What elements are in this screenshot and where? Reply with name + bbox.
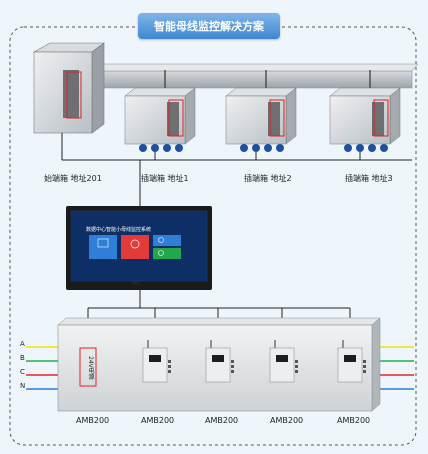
communication-wires-top	[61, 133, 412, 206]
monitor	[66, 206, 212, 290]
plug-box-3	[329, 70, 401, 152]
module-label-2: AMB200	[141, 416, 175, 425]
phase-label-a: A	[20, 340, 25, 348]
busway	[91, 63, 419, 89]
phase-label-c: C	[20, 368, 25, 376]
module-label-3: AMB200	[205, 416, 239, 425]
plug-box-1-label: 插端箱 地址1	[141, 174, 189, 183]
power-supply-label: 24V电源	[87, 356, 94, 380]
monitor-brand: AMB	[131, 281, 140, 286]
module-label-4: AMB200	[270, 416, 304, 425]
meter-module-3	[269, 340, 298, 383]
diagram-title: 智能母线监控解决方案	[138, 13, 280, 39]
phase-label-b: B	[20, 354, 25, 362]
phase-label-n: N	[20, 382, 26, 390]
plug-box-2-label: 插端箱 地址2	[244, 174, 292, 183]
start-box	[32, 42, 105, 134]
meter-module-4	[337, 340, 366, 383]
monitor-screen-title: 数据中心智能小母线监控系统	[86, 227, 152, 233]
plug-box-2	[225, 70, 297, 152]
plug-box-3-label: 插端箱 地址3	[345, 174, 393, 183]
module-label-5: AMB200	[337, 416, 371, 425]
start-box-label: 始端箱 地址201	[44, 174, 102, 183]
plug-box-1	[124, 70, 196, 152]
module-label-1: AMB200	[76, 416, 110, 425]
meter-module-2	[205, 340, 234, 383]
meter-module-1	[142, 340, 171, 383]
